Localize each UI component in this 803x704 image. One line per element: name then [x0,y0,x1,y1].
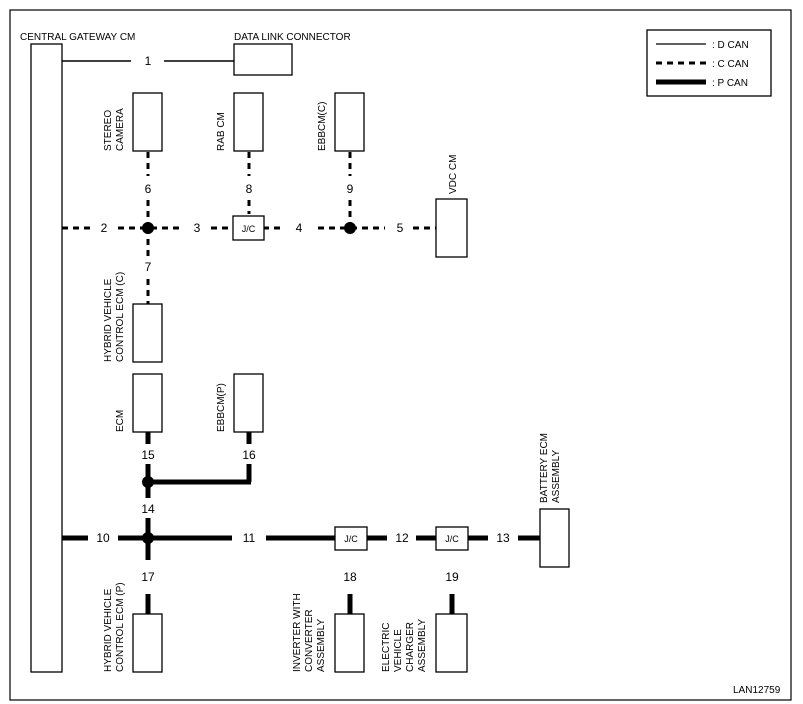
segment-numbers: 1 2 3 4 5 6 7 8 9 10 11 12 13 14 15 16 1… [96,54,510,584]
svg-text:CONTROL ECM (C): CONTROL ECM (C) [115,272,126,362]
diagram-frame [9,9,792,701]
jc-box-c-can [232,215,265,241]
jc-box-p-can-2 [435,526,469,551]
hv-ecm-p-box [132,613,163,673]
segment-14: 14 [141,502,155,516]
ecm-label: ECM [115,410,126,432]
inverter-box [334,613,365,673]
data-link-connector-box [233,43,293,76]
segment-6: 6 [145,182,152,196]
svg-text:VEHICLE: VEHICLE [393,629,404,672]
jc-label-c-can: J/C [242,224,256,234]
p-can-splice-17 [142,532,154,544]
stereo-camera-label: STEREO CAMERA [103,108,126,151]
legend-p-can-label: : P CAN [712,78,748,89]
jc-box-p-can-1 [334,526,368,551]
hv-ecm-c-label: HYBRID VEHICLE CONTROL ECM (C) [103,272,126,362]
segment-9: 9 [347,182,354,196]
rab-cm-box [233,92,264,152]
legend-d-can-label: : D CAN [712,40,749,51]
hv-ecm-p-label: HYBRID VEHICLE CONTROL ECM (P) [103,582,126,672]
ecm-box [132,373,163,433]
ebbcm-p-label: EBBCM(P) [216,383,227,432]
segment-3: 3 [194,221,201,235]
hv-ecm-c-box [132,303,163,363]
svg-text:ELECTRIC: ELECTRIC [381,623,392,672]
vdc-cm-label: VDC CM [448,155,459,194]
ebbcm-p-box [233,373,264,433]
svg-text:CHARGER: CHARGER [405,622,416,672]
segment-13: 13 [496,531,510,545]
legend: : D CAN : C CAN : P CAN [646,29,772,97]
jc-label-p-can-1: J/C [344,534,358,544]
ev-charger-box [435,613,468,673]
svg-text:CONTROL ECM (P): CONTROL ECM (P) [115,582,126,672]
svg-text:CAMERA: CAMERA [115,108,126,151]
segment-7: 7 [145,260,152,274]
battery-ecm-box [539,508,570,568]
segment-16: 16 [242,448,256,462]
c-can-splice-6-7 [142,222,154,234]
figure-id: LAN12759 [733,685,781,696]
segment-5: 5 [397,221,404,235]
vdc-cm-box [435,198,468,258]
svg-text:BATTERY ECM: BATTERY ECM [539,433,550,503]
p-can-lines [62,432,540,614]
inverter-label: INVERTER WITH CONVERTER ASSEMBLY [292,593,327,672]
segment-11: 11 [243,531,256,545]
battery-ecm-label: BATTERY ECM ASSEMBLY [539,433,562,503]
svg-text:ASSEMBLY: ASSEMBLY [417,619,428,672]
svg-text:ASSEMBLY: ASSEMBLY [551,450,562,503]
stereo-camera-box [132,92,163,152]
segment-17: 17 [141,570,155,584]
jc-label-p-can-2: J/C [445,534,459,544]
segment-19: 19 [445,570,459,584]
segment-1: 1 [145,54,152,68]
segment-15: 15 [141,448,155,462]
ev-charger-label: ELECTRIC VEHICLE CHARGER ASSEMBLY [381,619,428,672]
central-gateway-box [30,43,63,673]
legend-c-can-label: : C CAN [712,59,749,70]
svg-text:INVERTER WITH: INVERTER WITH [292,593,303,672]
svg-text:CONVERTER: CONVERTER [304,609,315,672]
svg-text:STEREO: STEREO [103,110,114,151]
segment-4: 4 [296,221,303,235]
svg-text:HYBRID VEHICLE: HYBRID VEHICLE [103,588,114,672]
ebbcm-c-label: EBBCM(C) [317,102,328,151]
segment-18: 18 [343,570,357,584]
segment-2: 2 [101,221,108,235]
svg-text:ASSEMBLY: ASSEMBLY [316,619,327,672]
legend-box [646,29,772,97]
segment-12: 12 [395,531,409,545]
p-can-splice-15-16 [142,476,154,488]
data-link-connector-label: DATA LINK CONNECTOR [234,32,351,43]
ebbcm-c-box [334,92,365,152]
segment-10: 10 [96,531,110,545]
segment-8: 8 [246,182,253,196]
c-can-splice-9 [344,222,356,234]
svg-text:HYBRID VEHICLE: HYBRID VEHICLE [103,278,114,362]
central-gateway-label: CENTRAL GATEWAY CM [20,32,135,43]
rab-cm-label: RAB CM [216,112,227,151]
